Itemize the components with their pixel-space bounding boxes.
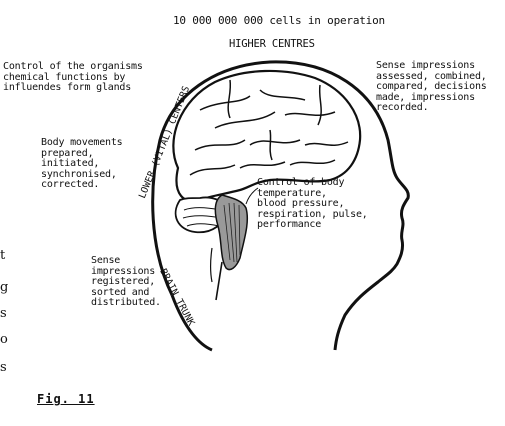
organism-control-label: Control of the organisms chemical functi… <box>3 61 143 93</box>
margin-fragment: s <box>0 306 7 321</box>
higher-centres-label: HIGHER CENTRES <box>229 38 315 50</box>
sense-registered-label: Sense impressions registered, sorted and… <box>91 255 161 308</box>
margin-fragment: t <box>0 248 6 263</box>
cerebrum-folds <box>189 79 349 176</box>
head-profile-outline <box>151 60 410 351</box>
spinal-cord <box>215 261 223 301</box>
temperature-pointer <box>245 187 259 205</box>
body-movements-label: Body movements prepared, initiated, sync… <box>41 137 123 190</box>
sense-assessed-label: Sense impressions assessed, combined, co… <box>376 60 487 113</box>
figure-caption: Fig. 11 <box>37 392 95 406</box>
spinal-cord <box>209 247 213 283</box>
neck-outline <box>170 294 213 352</box>
brain-stem-hatching <box>223 202 241 263</box>
margin-fragment: o <box>0 332 8 347</box>
body-control-label: Control of body temperature, blood press… <box>257 177 368 230</box>
margin-fragment: g <box>0 280 9 295</box>
total-cells-label: 10 000 000 000 cells in operation <box>173 14 385 27</box>
margin-fragment: s <box>0 360 7 375</box>
